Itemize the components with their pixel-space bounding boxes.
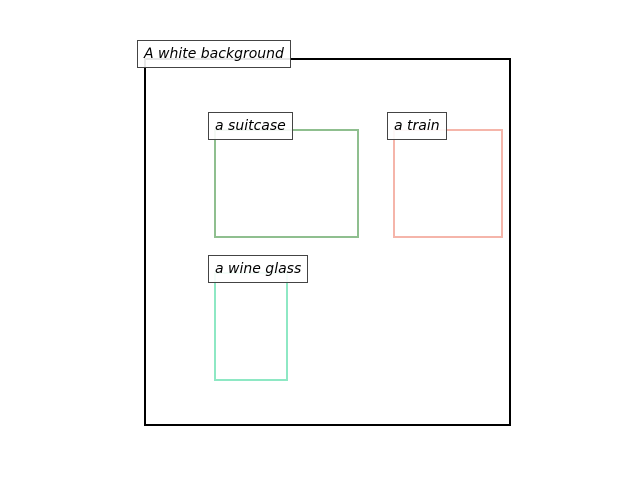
wine-glass-box <box>214 272 288 381</box>
train-label: a train <box>387 112 447 140</box>
background-label: A white background <box>137 40 291 68</box>
train-box <box>393 129 503 238</box>
suitcase-box <box>214 129 359 238</box>
suitcase-label: a suitcase <box>208 112 293 140</box>
wine-glass-label: a wine glass <box>208 255 309 283</box>
background-region-box <box>144 58 511 426</box>
